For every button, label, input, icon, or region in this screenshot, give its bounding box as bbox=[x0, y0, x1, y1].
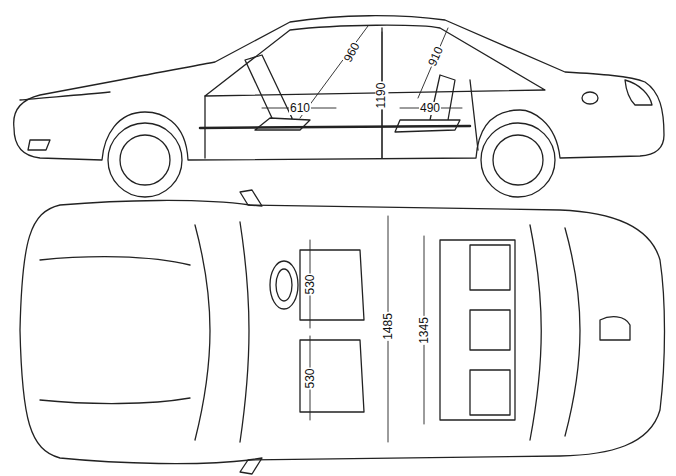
dimension-label: 490 bbox=[419, 102, 441, 115]
windshield-top bbox=[240, 222, 249, 442]
rear-light bbox=[600, 317, 630, 340]
dimension-label: 960 bbox=[341, 40, 363, 66]
front-seat bbox=[245, 55, 310, 130]
steering-wheel bbox=[270, 261, 298, 309]
dimension-label: 1485 bbox=[382, 312, 395, 341]
windshield bbox=[195, 225, 210, 440]
hood-line bbox=[40, 257, 190, 404]
mirror bbox=[240, 190, 262, 206]
dimension-label: 610 bbox=[289, 102, 311, 115]
rear-window bbox=[565, 228, 580, 436]
front-wheel bbox=[108, 123, 182, 197]
dimension-line bbox=[418, 28, 448, 98]
tail-lamp bbox=[625, 80, 652, 105]
dimension-label: 530 bbox=[304, 273, 317, 295]
dimension-label: 1345 bbox=[418, 316, 431, 345]
fuel-cap bbox=[582, 92, 598, 104]
rear-window bbox=[530, 225, 541, 440]
steering-wheel bbox=[276, 269, 292, 301]
rear-rim bbox=[493, 135, 543, 185]
rear-seat bbox=[395, 75, 460, 132]
rear-seat-cushion bbox=[470, 245, 510, 415]
dimension-label: 910 bbox=[426, 44, 447, 69]
mirror bbox=[240, 458, 262, 474]
dimension-label: 530 bbox=[304, 367, 317, 389]
side-body bbox=[14, 16, 664, 160]
door-line bbox=[470, 80, 478, 150]
top-body bbox=[20, 200, 665, 463]
hood-line bbox=[20, 92, 110, 100]
fog-lamp bbox=[28, 140, 50, 150]
dimension-label: 1190 bbox=[375, 82, 388, 110]
rear-wheel bbox=[481, 123, 555, 197]
front-rim bbox=[120, 135, 170, 185]
body-molding bbox=[200, 126, 470, 128]
rear-seat bbox=[440, 240, 515, 420]
